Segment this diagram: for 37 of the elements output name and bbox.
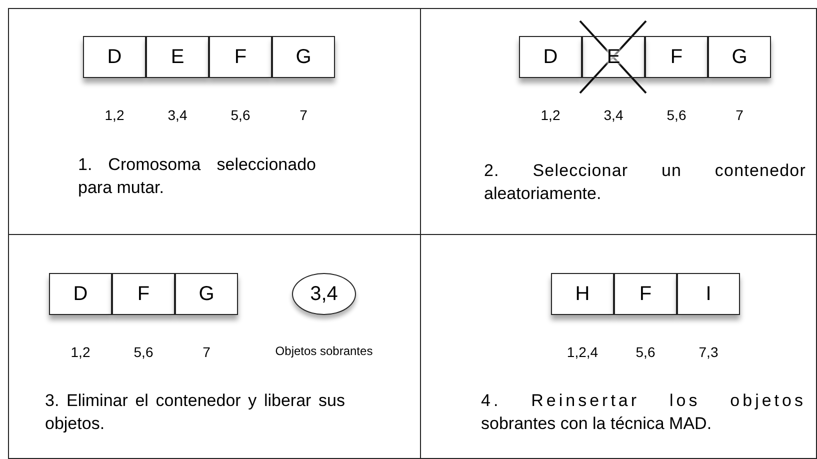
gene-cell: G	[272, 36, 335, 78]
gene-cell: F	[645, 36, 708, 78]
step-caption: 2. Seleccionar un contenedor aleatoriamente.	[484, 160, 806, 205]
object-numbers: 1,2,4	[566, 344, 598, 360]
object-numbers: 5,6	[134, 344, 154, 360]
step-panel	[420, 234, 817, 459]
step-caption: 1. Cromosoma seleccionado para mutar.	[78, 154, 316, 199]
gene-cell: E	[146, 36, 209, 78]
step-caption: 4. Reinsertar los objetos sobrantes con la técnica MAD.	[481, 390, 806, 435]
step-panel	[8, 8, 421, 235]
gene-cell: F	[209, 36, 272, 78]
object-numbers: 7,3	[698, 344, 718, 360]
object-numbers: 7	[300, 107, 308, 123]
object-numbers: 3,4	[604, 107, 624, 123]
object-numbers: 1,2	[104, 107, 124, 123]
object-numbers: 5,6	[636, 344, 656, 360]
object-numbers: 3,4	[168, 107, 188, 123]
gene-cell: F	[112, 273, 175, 315]
object-numbers: 1,2	[540, 107, 560, 123]
gene-oval: 3,4	[292, 273, 356, 315]
gene-cell: I	[677, 273, 740, 315]
object-numbers: 5,6	[230, 107, 250, 123]
gene-cell: G	[175, 273, 238, 315]
gene-cell: G	[708, 36, 771, 78]
object-caption: Objetos sobrantes	[275, 344, 373, 358]
object-numbers: 7	[736, 107, 744, 123]
step-panel	[8, 234, 421, 459]
gene-cell: D	[83, 36, 146, 78]
gene-cell: F	[614, 273, 677, 315]
step-caption: 3. Eliminar el contenedor y liberar sus objetos.	[45, 390, 345, 435]
object-numbers: 7	[202, 344, 210, 360]
gene-cell: D	[519, 36, 582, 78]
object-numbers: 5,6	[666, 107, 686, 123]
object-numbers: 1,2	[70, 344, 90, 360]
gene-cell: H	[551, 273, 614, 315]
step-panel	[420, 8, 817, 235]
gene-cell: D	[49, 273, 112, 315]
